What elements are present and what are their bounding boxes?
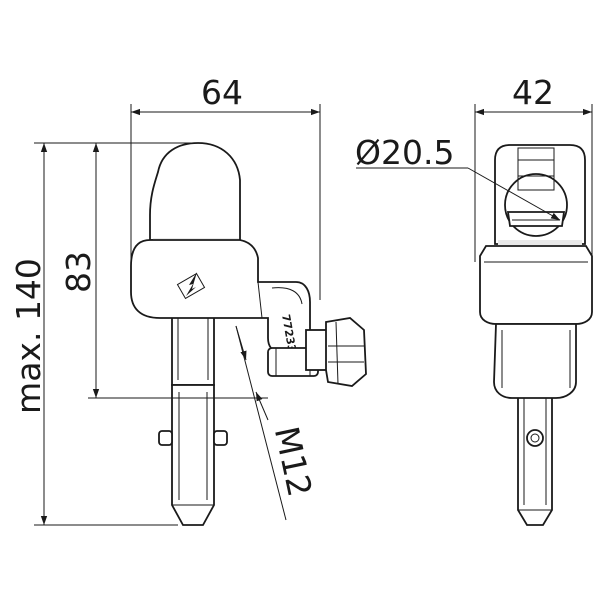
- dim-width-side: 42: [512, 73, 554, 112]
- dim-overall-height: max. 140: [9, 258, 48, 414]
- side-body: [479, 245, 593, 325]
- dim-thread: M12: [267, 423, 320, 500]
- dim-height: 83: [59, 251, 98, 293]
- front-pin: [158, 314, 228, 526]
- dim-width-front: 64: [201, 73, 243, 112]
- front-bolt: [305, 317, 367, 387]
- front-dome-cap: [149, 142, 241, 241]
- side-view: [479, 144, 593, 526]
- front-view: 772331: [130, 142, 367, 526]
- lightning-icon: [176, 272, 206, 300]
- dimension-lines: [34, 104, 593, 526]
- dim-diameter: Ø20.5: [355, 133, 454, 172]
